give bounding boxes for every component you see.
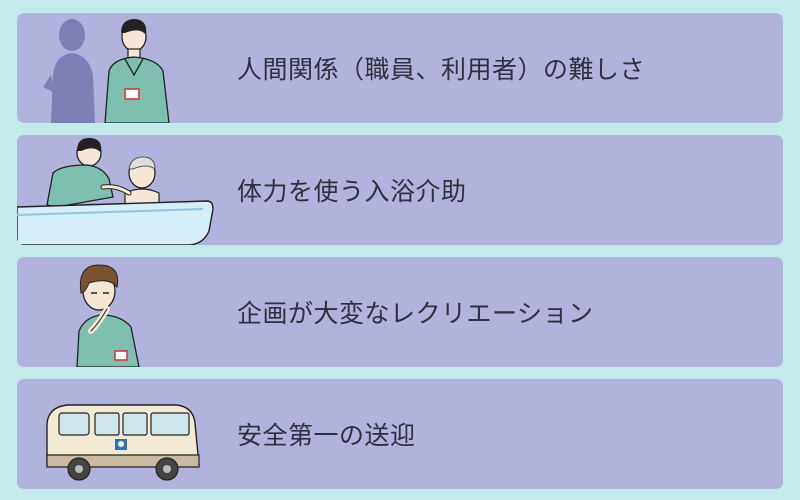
list-item: 企画が大変なレクリエーション (17, 257, 783, 367)
list-item: 安全第一の送迎 (17, 379, 783, 489)
item-label: 安全第一の送迎 (237, 421, 416, 450)
coworkers-icon (43, 19, 170, 123)
thinking-caregiver-icon (76, 264, 140, 367)
welfare-van-icon (46, 404, 200, 481)
item-label: 体力を使う入浴介助 (237, 177, 467, 206)
bathing-assist-icon (17, 137, 214, 245)
list-item: 体力を使う入浴介助 (17, 135, 783, 245)
item-label: 人間関係（職員、利用者）の難しさ (237, 55, 646, 84)
item-label: 企画が大変なレクリエーション (237, 299, 594, 328)
list-item: 人間関係（職員、利用者）の難しさ (17, 13, 783, 123)
